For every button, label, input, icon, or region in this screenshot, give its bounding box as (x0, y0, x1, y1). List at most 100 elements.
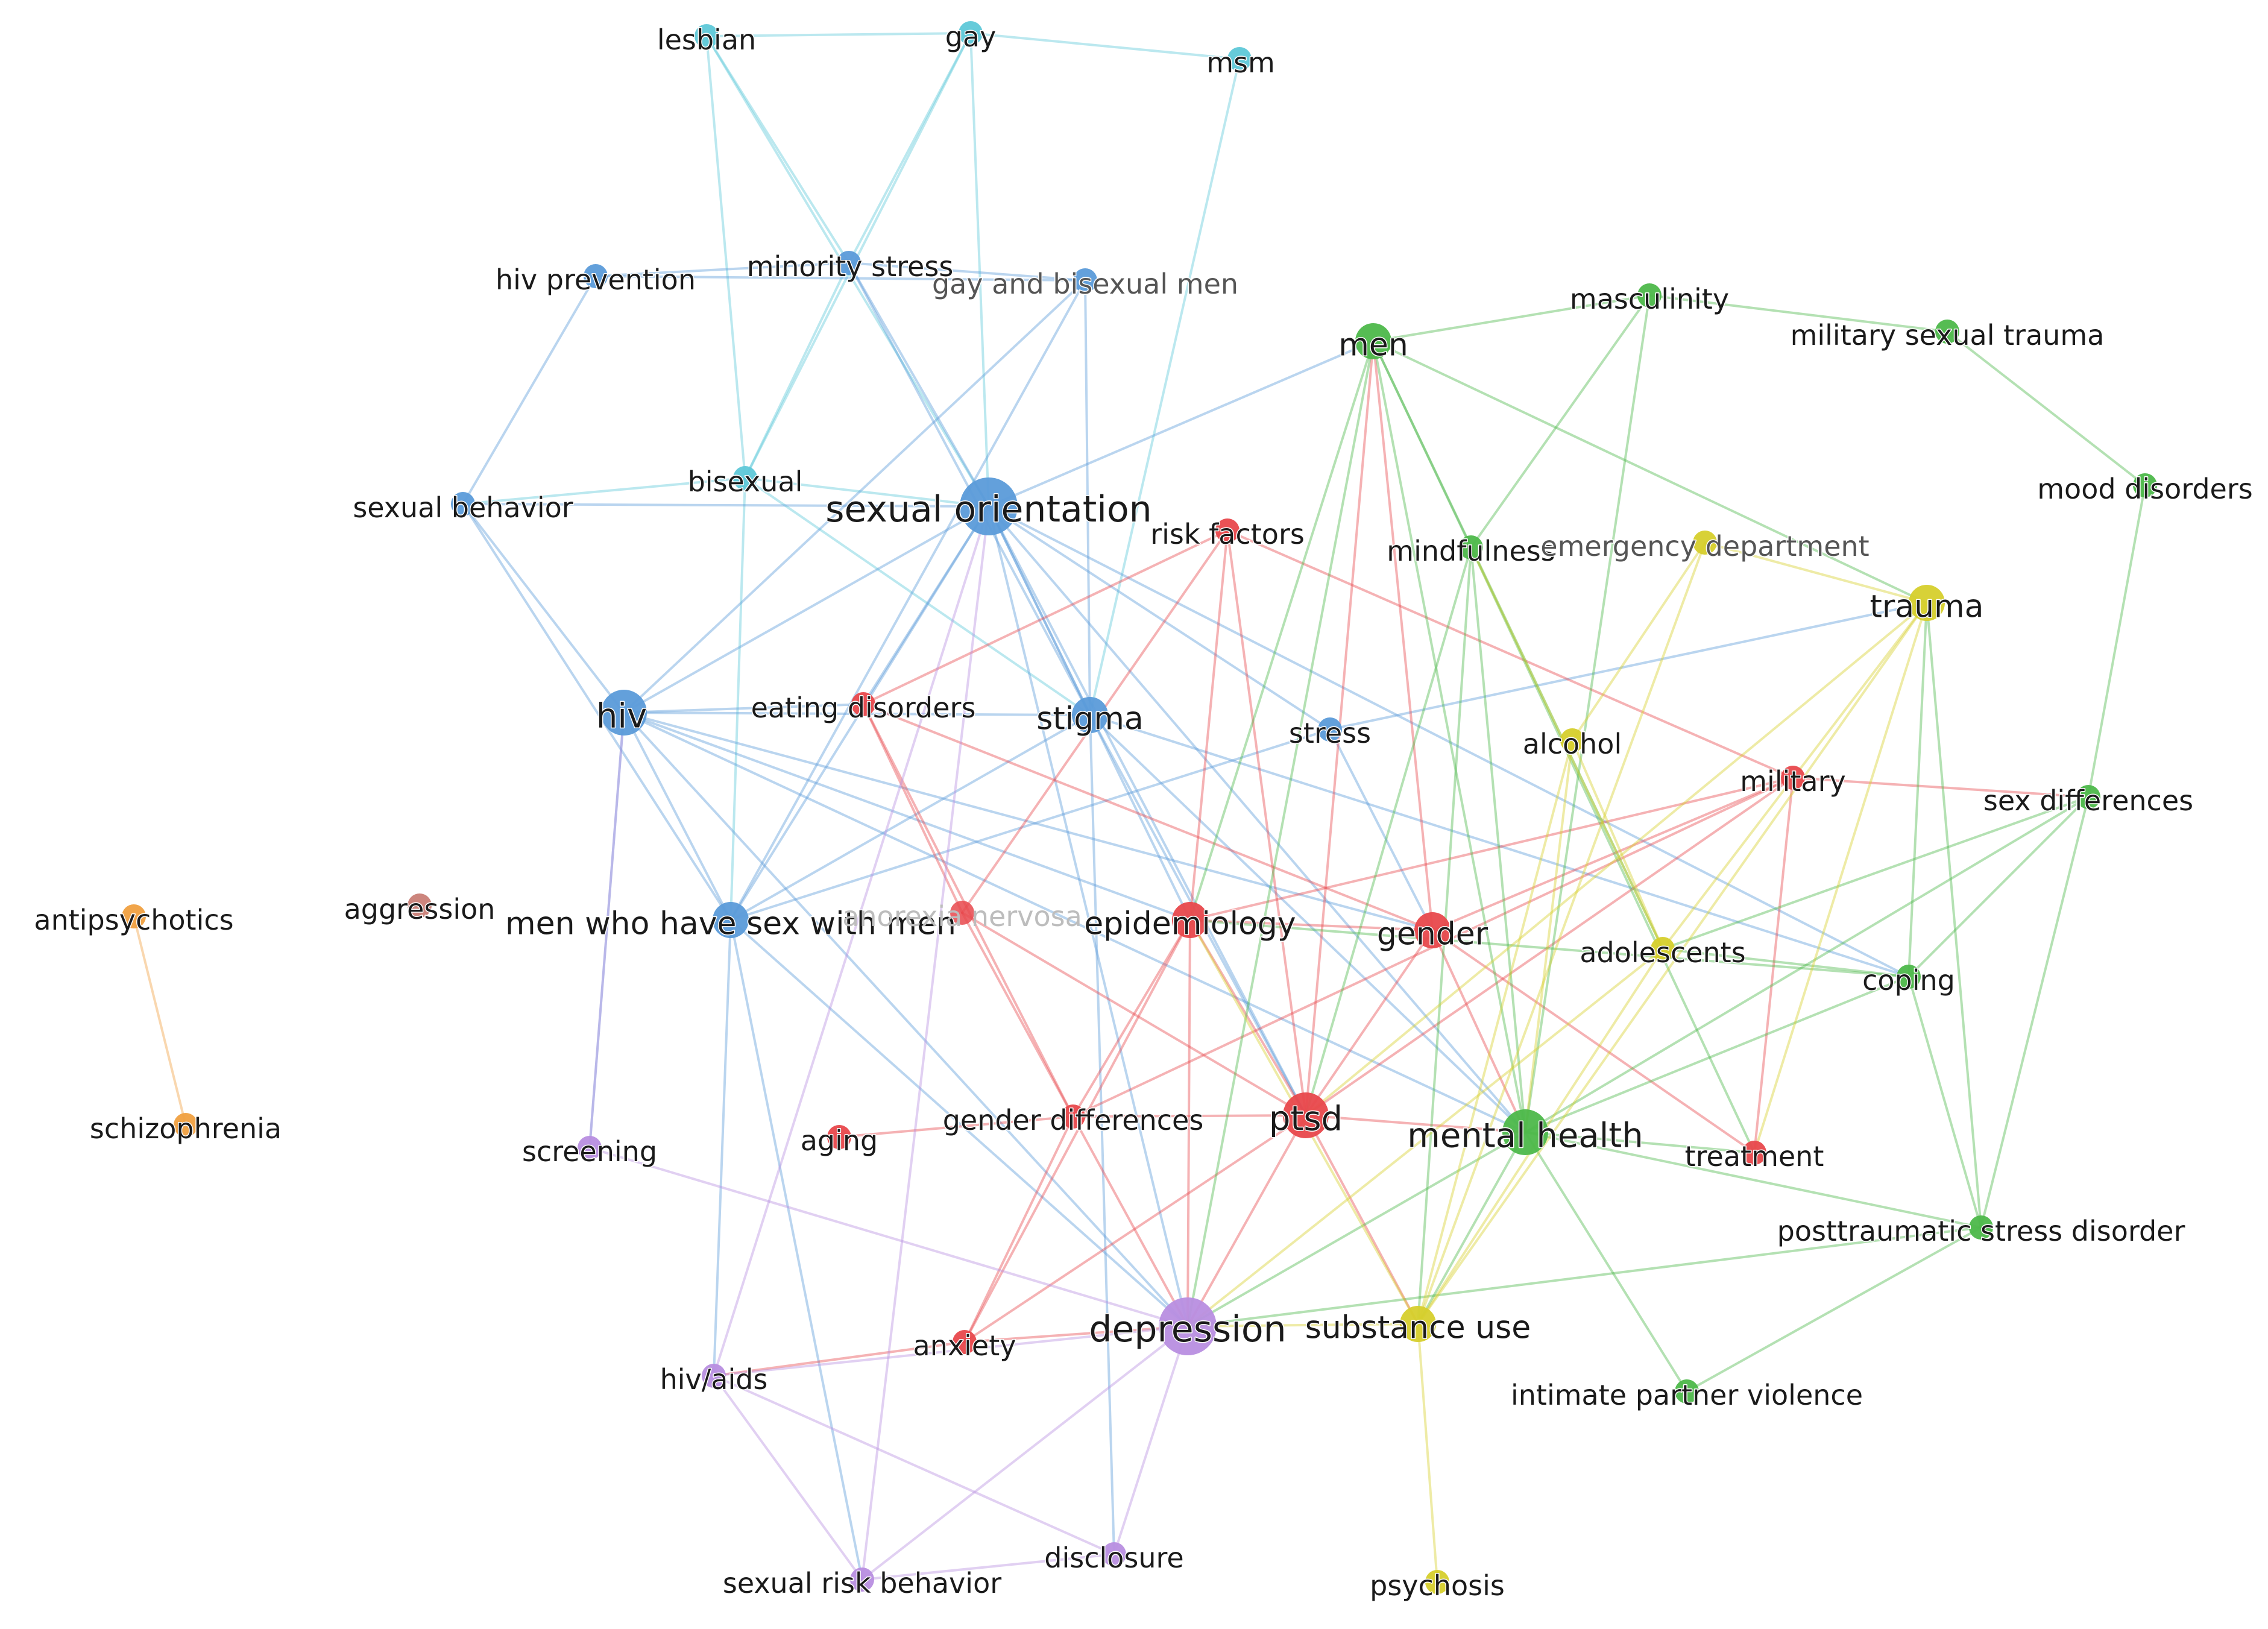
node-bisexual[interactable] (733, 466, 757, 490)
node-stress[interactable] (1318, 717, 1342, 742)
label-aggression: aggression (344, 893, 496, 925)
edge-coping-to-mental-health (1524, 975, 1910, 1133)
node-hiv-prevention[interactable] (584, 264, 608, 288)
label-military: military (1740, 765, 1846, 798)
node-msm[interactable] (1227, 47, 1252, 71)
node-coping[interactable] (1897, 965, 1921, 989)
edge-bisexual-to-men-who-have-sex-with-men (729, 477, 746, 921)
edge-men-to-trauma (1372, 340, 1928, 604)
node-gender-differences[interactable] (1061, 1104, 1085, 1129)
node-military[interactable] (1781, 766, 1805, 790)
edge-hiv-to-gender (623, 711, 1434, 931)
node-gay[interactable] (959, 21, 983, 45)
edge-hiv-to-eating-disorders (623, 703, 865, 714)
edge-antipsychotics-to-schizophrenia (133, 915, 187, 1126)
edge-alcohol-to-substance-use (1417, 739, 1573, 1325)
node-trauma[interactable] (1909, 585, 1945, 621)
node-masculinity[interactable] (1637, 283, 1662, 307)
edge-hiv-to-men-who-have-sex-with-men (623, 711, 732, 921)
node-mental-health[interactable] (1502, 1109, 1548, 1155)
node-aggression[interactable] (408, 893, 432, 918)
node-layer (122, 21, 2157, 1594)
node-schizophrenia[interactable] (174, 1113, 198, 1137)
node-substance-use[interactable] (1400, 1306, 1436, 1342)
node-military-sexual-trauma[interactable] (1935, 320, 1959, 344)
node-posttraumatic-stress-disorder[interactable] (1969, 1215, 1993, 1240)
edge-stigma-to-disclosure (1089, 714, 1115, 1555)
edge-sex-differences-to-adolescents (1662, 796, 2090, 950)
edge-coping-to-epidemiology (1189, 919, 1910, 978)
edge-men-to-mindfulness (1372, 340, 1472, 549)
edge-sexual-risk-behavior-to-disclosure (861, 1553, 1115, 1581)
label-epidemiology: epidemiology (1084, 906, 1296, 942)
edge-substance-use-to-depression (1186, 1323, 1419, 1328)
edge-minority-stress-to-sexual-orientation (848, 262, 990, 508)
node-emergency-department[interactable] (1693, 531, 1717, 555)
node-eating-disorders[interactable] (851, 692, 875, 716)
node-lesbian[interactable] (695, 24, 719, 48)
node-depression[interactable] (1159, 1297, 1217, 1355)
label-hiv: hiv (596, 696, 647, 736)
edge-mindfulness-to-ptsd (1305, 546, 1472, 1117)
edge-bisexual-to-stigma (744, 477, 1091, 716)
node-hiv-aids[interactable] (702, 1364, 726, 1388)
edge-ptsd-to-gender-differences (1072, 1114, 1307, 1118)
label-gender: gender (1377, 916, 1488, 952)
node-minority-stress[interactable] (837, 251, 861, 275)
node-sex-differences[interactable] (2076, 785, 2100, 809)
node-anorexia-nervosa[interactable] (950, 901, 974, 925)
edge-gay-and-bisexual-men-to-hiv (623, 279, 1086, 714)
edge-sexual-orientation-to-stress (988, 505, 1331, 731)
node-sexual-risk-behavior[interactable] (850, 1568, 874, 1592)
node-mindfulness[interactable] (1459, 535, 1483, 559)
edge-gender-differences-to-anxiety (963, 1115, 1074, 1343)
node-hiv[interactable] (601, 690, 647, 736)
label-risk-factors: risk factors (1150, 518, 1305, 550)
node-mood-disorders[interactable] (2133, 473, 2157, 497)
node-psychosis[interactable] (1425, 1570, 1449, 1594)
node-anxiety[interactable] (953, 1330, 977, 1354)
edge-trauma-to-substance-use (1417, 602, 1928, 1325)
label-men-who-have-sex-with-men: men who have sex with men (505, 906, 956, 942)
node-aging[interactable] (827, 1125, 851, 1149)
edge-risk-factors-to-epidemiology (1189, 529, 1229, 921)
edge-sexual-orientation-to-ptsd (988, 505, 1307, 1117)
node-epidemiology[interactable] (1172, 902, 1208, 938)
node-antipsychotics[interactable] (122, 904, 146, 928)
node-gay-and-bisexual-men[interactable] (1073, 268, 1097, 292)
node-sexual-orientation[interactable] (960, 477, 1018, 535)
node-men[interactable] (1355, 323, 1391, 359)
edge-sexual-orientation-to-coping (988, 505, 1910, 978)
node-risk-factors[interactable] (1215, 518, 1240, 543)
node-gender[interactable] (1414, 912, 1451, 948)
label-disclosure: disclosure (1044, 1542, 1183, 1574)
node-screening[interactable] (578, 1136, 602, 1160)
edge-mental-health-to-substance-use (1417, 1131, 1526, 1325)
node-intimate-partner-violence[interactable] (1675, 1379, 1699, 1404)
edge-hiv-to-epidemiology (623, 711, 1191, 921)
label-anxiety: anxiety (913, 1329, 1016, 1362)
node-treatment[interactable] (1742, 1141, 1766, 1165)
label-anorexia-nervosa: anorexia nervosa (842, 900, 1082, 933)
edge-sexual-orientation-to-hiv (623, 505, 990, 714)
edge-mindfulness-to-mental-health (1470, 546, 1526, 1133)
node-alcohol[interactable] (1560, 728, 1584, 752)
label-depression: depression (1089, 1308, 1286, 1350)
label-sex-differences: sex differences (1983, 784, 2193, 817)
edge-mood-disorders-to-sex-differences (2087, 484, 2146, 798)
edge-epidemiology-to-military (1189, 777, 1794, 921)
edge-gay-to-sexual-orientation (969, 32, 990, 508)
edge-alcohol-to-adolescents (1571, 739, 1664, 950)
node-stigma[interactable] (1072, 697, 1108, 733)
node-disclosure[interactable] (1102, 1542, 1126, 1566)
node-sexual-behavior[interactable] (451, 492, 475, 516)
edge-hiv-aids-to-sexual-orientation (713, 505, 990, 1377)
edge-sexual-orientation-to-depression (988, 505, 1189, 1328)
node-ptsd[interactable] (1283, 1092, 1329, 1138)
node-men-who-have-sex-with-men[interactable] (713, 902, 749, 938)
edge-military-to-gender (1431, 777, 1794, 931)
edge-hiv-aids-to-disclosure (713, 1375, 1115, 1555)
edge-epidemiology-to-gender (1189, 919, 1434, 931)
node-adolescents[interactable] (1651, 937, 1675, 961)
label-substance-use: substance use (1305, 1309, 1531, 1346)
